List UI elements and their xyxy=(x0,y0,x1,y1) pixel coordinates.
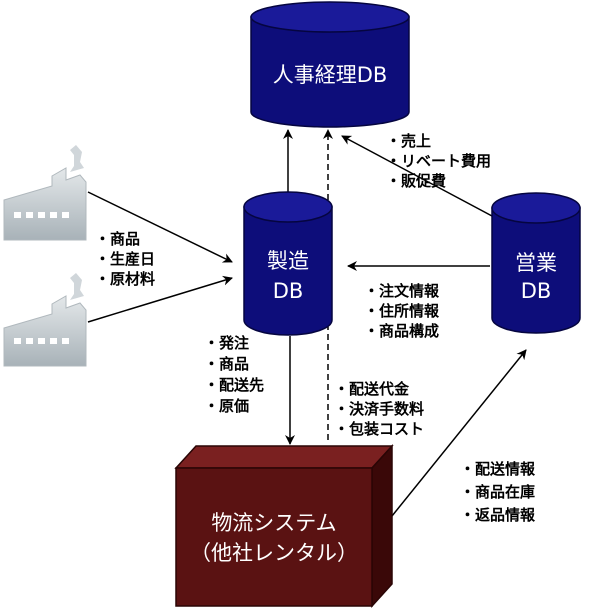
edge-label-item: ・商品 xyxy=(204,355,249,373)
logistics-system-box: 物流システム （他社レンタル） xyxy=(174,444,394,608)
factory-icon xyxy=(3,145,87,241)
edge-label-item: ・商品構成 xyxy=(364,322,439,340)
edge-label-item: ・原価 xyxy=(204,397,249,415)
edge-label-sales-to-hr: ・売上 ・リベート費用 ・販促費 xyxy=(386,132,491,190)
edge-label-item: ・配送先 xyxy=(204,376,264,394)
sales-database-label-1: 営業 xyxy=(515,251,557,275)
edge-label-item: ・包装コスト xyxy=(334,420,424,438)
edge-label-item: ・返品情報 xyxy=(460,506,536,524)
edge-label-item: ・注文情報 xyxy=(364,282,440,300)
edge-label-item: ・商品在庫 xyxy=(460,483,535,501)
manufacturing-database: 製造 DB xyxy=(243,191,333,336)
sales-database: 営業 DB xyxy=(491,192,581,334)
edge-label-item: ・住所情報 xyxy=(364,302,440,320)
edge-label-logistics-to-sales: ・配送情報 ・商品在庫 ・返品情報 xyxy=(460,460,536,524)
edge-label-item: ・配送情報 xyxy=(460,460,536,478)
edge-label-item: ・決済手数料 xyxy=(334,400,424,418)
edge-label-item: ・販促費 xyxy=(386,172,446,190)
manufacturing-database-label-1: 製造 xyxy=(267,249,309,273)
arrow-factory2-to-mfg xyxy=(87,275,233,323)
edge-label-item: ・生産日 xyxy=(95,250,155,268)
manufacturing-database-label-2: DB xyxy=(273,279,304,303)
arrow-factory1-to-mfg xyxy=(87,191,233,263)
logistics-system-label-1: 物流システム xyxy=(211,511,336,535)
arrow-sales-to-hr xyxy=(341,135,493,217)
hr-database-label: 人事経理DB xyxy=(273,63,388,87)
sales-database-label-2: DB xyxy=(521,279,552,303)
logistics-system-label-2: （他社レンタル） xyxy=(190,541,358,565)
edge-label-mfg-to-logistics: ・発注 ・商品 ・配送先 ・原価 xyxy=(204,334,264,415)
edge-label-item: ・原材料 xyxy=(95,270,155,288)
edge-label-logistics-to-hr: ・配送代金 ・決済手数料 ・包装コスト xyxy=(334,380,424,438)
arrow-logistics-to-sales xyxy=(391,349,527,517)
edge-label-item: ・発注 xyxy=(204,334,249,352)
factory-icon xyxy=(3,273,87,367)
edge-label-item: ・売上 xyxy=(386,132,431,150)
edge-label-sales-to-mfg: ・注文情報 ・住所情報 ・商品構成 xyxy=(364,282,440,340)
edge-label-item: ・配送代金 xyxy=(334,380,410,398)
edge-label-factory-to-mfg: ・商品 ・生産日 ・原材料 xyxy=(95,230,155,288)
hr-database: 人事経理DB xyxy=(250,1,410,128)
edge-label-item: ・商品 xyxy=(95,230,140,248)
edge-label-item: ・リベート費用 xyxy=(386,152,491,170)
